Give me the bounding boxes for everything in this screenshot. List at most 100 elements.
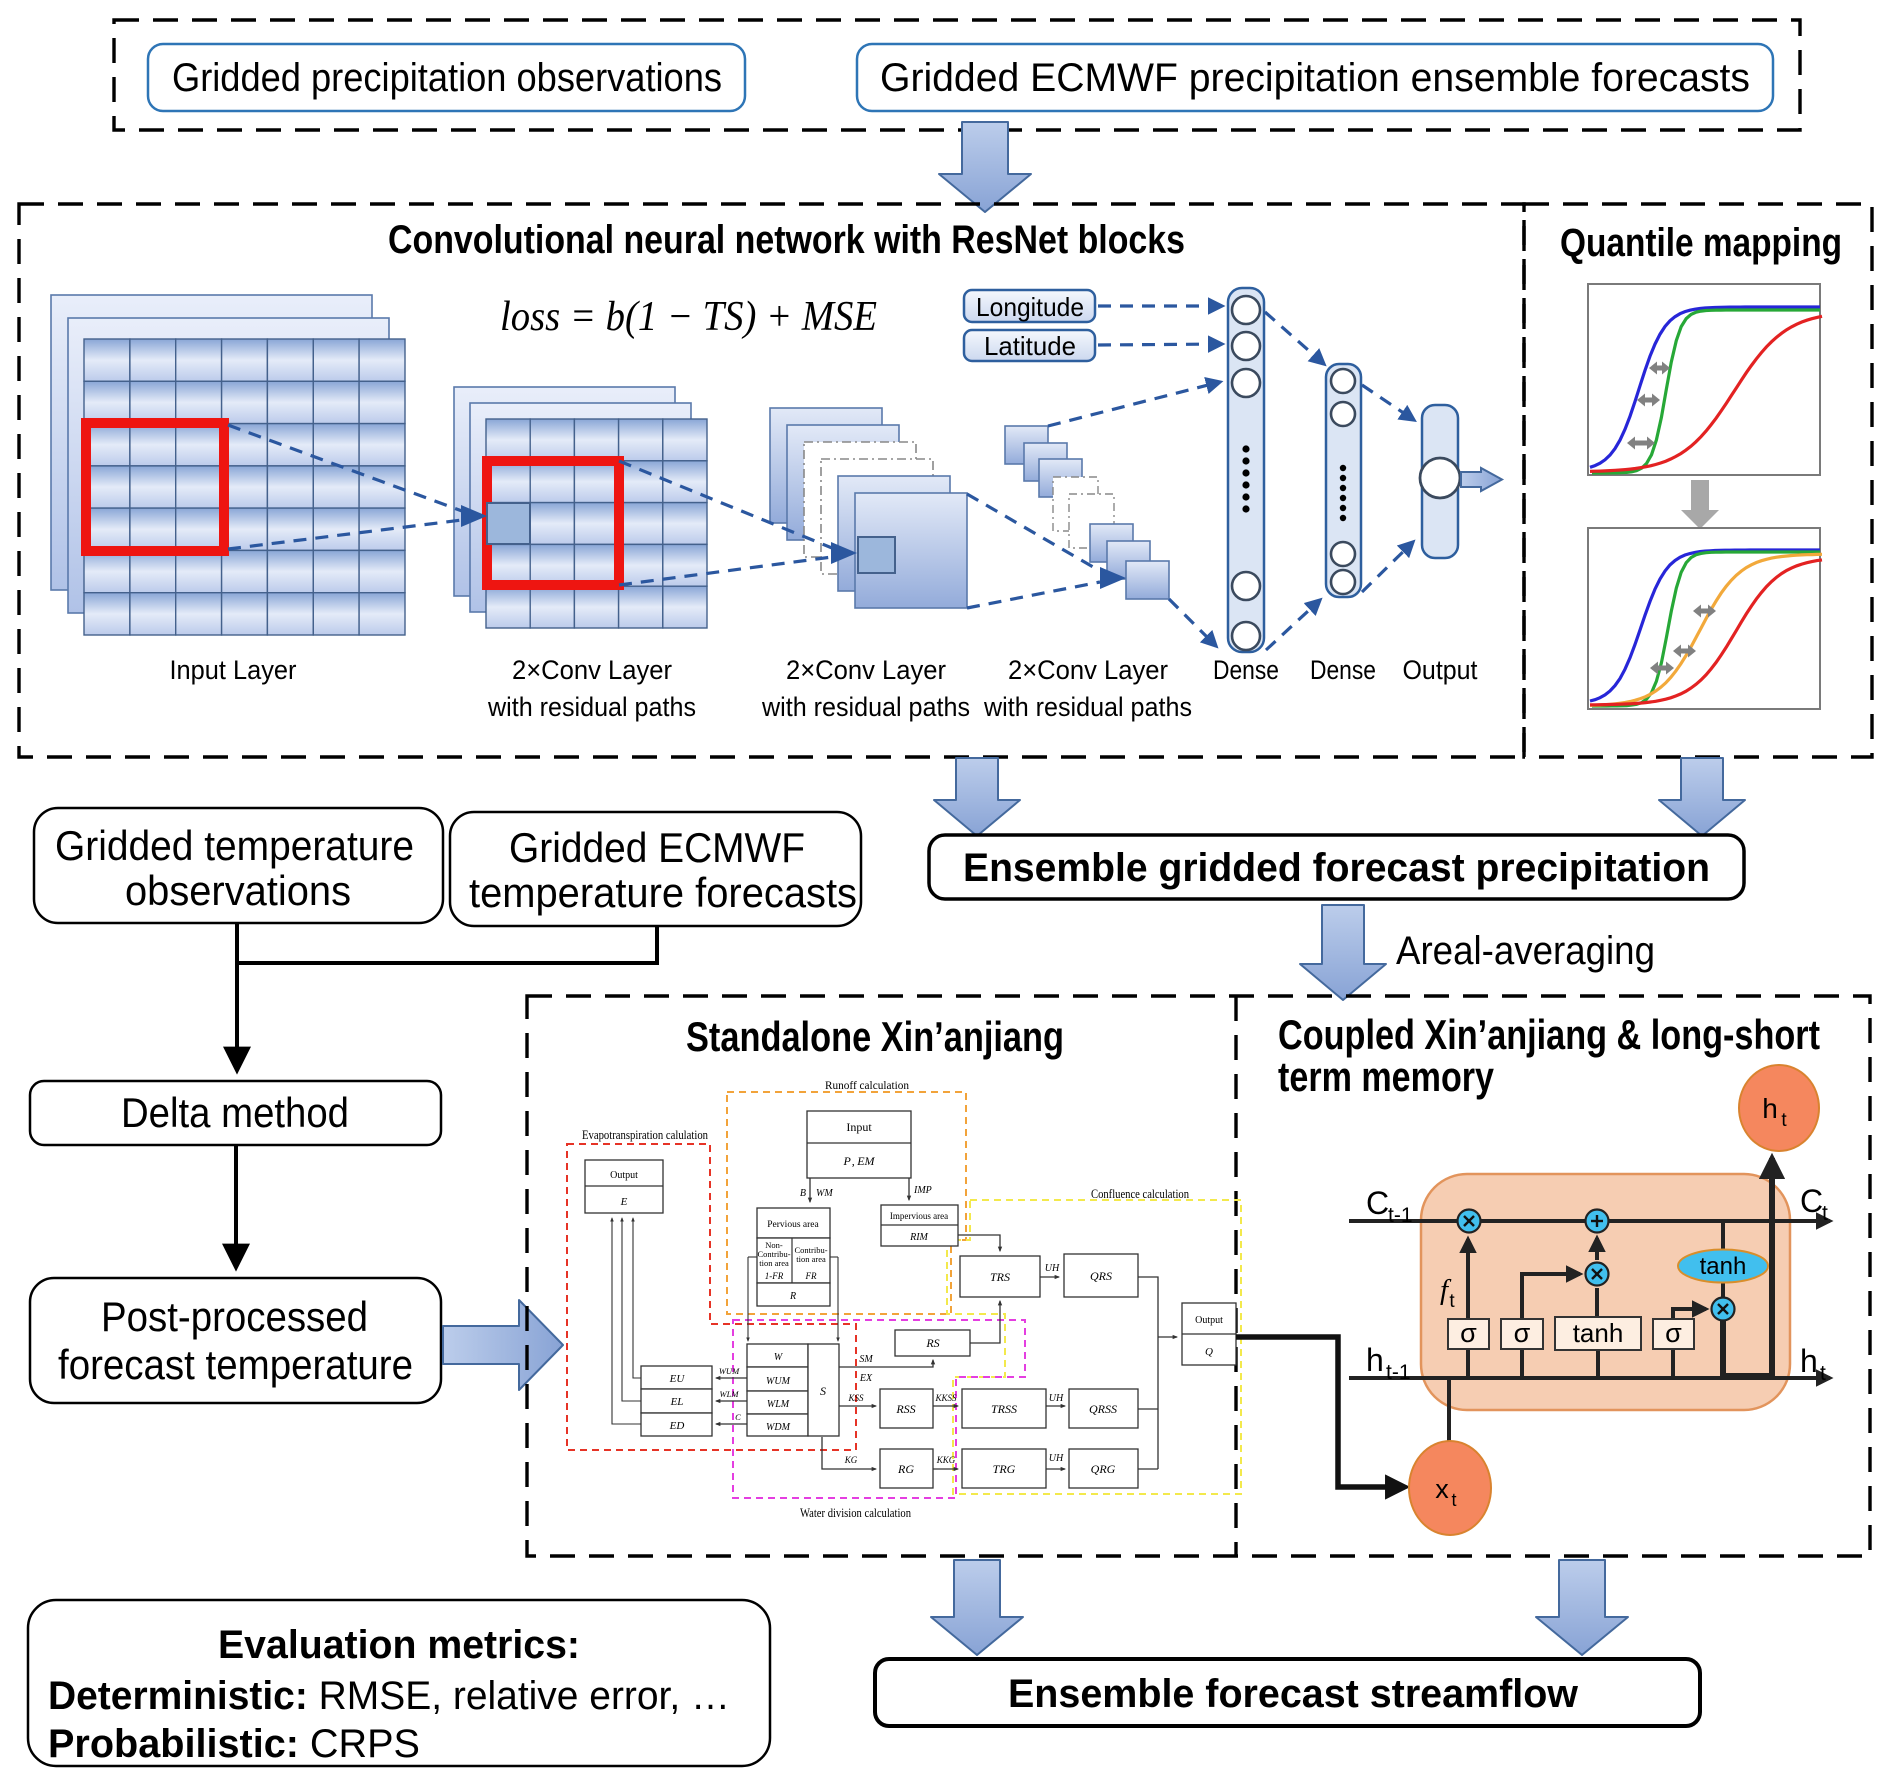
svg-text:2×Conv Layer: 2×Conv Layer [1008, 655, 1168, 685]
svg-text:EL: EL [670, 1396, 684, 1408]
svg-text:h: h [1800, 1343, 1818, 1379]
svg-text:W: W [774, 1352, 784, 1363]
svg-text:RG: RG [897, 1462, 914, 1476]
svg-text:Deterministic: RMSE, relative: Deterministic: RMSE, relative error, … [48, 1674, 730, 1718]
svg-text:Delta method: Delta method [121, 1089, 349, 1136]
svg-text:Post-processed: Post-processed [101, 1293, 368, 1340]
svg-text:C: C [1366, 1185, 1389, 1221]
svg-text:S: S [820, 1384, 826, 1398]
svg-text:KSS: KSS [847, 1393, 864, 1403]
svg-text:2×Conv Layer: 2×Conv Layer [786, 655, 946, 685]
svg-text:Input: Input [846, 1120, 872, 1134]
svg-text:Ensemble gridded forecast prec: Ensemble gridded forecast precipitation [963, 846, 1710, 890]
svg-text:EX: EX [859, 1373, 873, 1384]
svg-text:RS: RS [925, 1336, 939, 1350]
svg-text:tanh: tanh [1700, 1253, 1747, 1280]
svg-text:TRSS: TRSS [991, 1402, 1017, 1416]
svg-text:temperature forecasts: temperature forecasts [469, 869, 857, 916]
svg-text:Output: Output [610, 1170, 638, 1181]
svg-text:WDM: WDM [766, 1422, 791, 1433]
svg-text:SM: SM [859, 1354, 873, 1365]
svg-text:t: t [1781, 1110, 1787, 1131]
svg-text:Dense: Dense [1310, 655, 1376, 685]
svg-text:Evaluation metrics:: Evaluation metrics: [218, 1623, 580, 1667]
svg-text:TRS: TRS [990, 1270, 1010, 1284]
svg-text:t: t [1451, 1490, 1456, 1510]
svg-text:B: B [800, 1188, 806, 1199]
svg-text:RSS: RSS [895, 1402, 915, 1416]
svg-text:WUM: WUM [766, 1376, 791, 1387]
svg-text:loss = b(1 − TS) + MSE: loss = b(1 − TS) + MSE [500, 294, 877, 340]
svg-text:Impervious area: Impervious area [890, 1211, 948, 1221]
svg-text:with residual paths: with residual paths [487, 692, 696, 722]
svg-text:IMP: IMP [913, 1185, 932, 1196]
svg-text:UH: UH [1049, 1393, 1064, 1404]
svg-text:Non-: Non- [765, 1240, 783, 1250]
svg-text:Standalone Xin’anjiang: Standalone Xin’anjiang [686, 1013, 1064, 1060]
svg-text:Water division calculation: Water division calculation [800, 1506, 912, 1520]
svg-text:Confluence calculation: Confluence calculation [1091, 1187, 1190, 1201]
svg-text:tanh: tanh [1573, 1318, 1624, 1348]
svg-text:Ensemble forecast streamflow: Ensemble forecast streamflow [1008, 1672, 1579, 1716]
svg-text:RIM: RIM [909, 1232, 928, 1243]
svg-text:σ: σ [1460, 1318, 1477, 1348]
svg-text:C: C [735, 1412, 741, 1422]
svg-text:E: E [620, 1196, 628, 1208]
svg-text:WLM: WLM [720, 1389, 740, 1399]
svg-text:R: R [789, 1291, 796, 1302]
svg-text:Dense: Dense [1213, 655, 1279, 685]
svg-text:Contribu-: Contribu- [757, 1249, 790, 1259]
svg-text:Coupled Xin’anjiang & long-sho: Coupled Xin’anjiang & long-short [1278, 1011, 1820, 1058]
svg-text:C: C [1800, 1183, 1823, 1219]
svg-text:WLM: WLM [767, 1399, 790, 1410]
svg-text:Pervious area: Pervious area [767, 1220, 819, 1230]
svg-text:observations: observations [125, 867, 351, 914]
svg-text:KKG: KKG [936, 1455, 956, 1465]
svg-text:t: t [1820, 1362, 1826, 1385]
svg-text:t-1: t-1 [1388, 1204, 1413, 1227]
svg-text:TRG: TRG [993, 1462, 1016, 1476]
svg-text:Gridded ECMWF: Gridded ECMWF [509, 824, 805, 871]
svg-text:WM: WM [816, 1188, 833, 1199]
svg-text:Gridded temperature: Gridded temperature [55, 822, 414, 869]
svg-text:t-1: t-1 [1386, 1361, 1411, 1384]
svg-text:Gridded ECMWF precipitation en: Gridded ECMWF precipitation ensemble for… [880, 56, 1750, 100]
svg-text:Latitude: Latitude [984, 331, 1076, 361]
svg-text:Contribu-: Contribu- [794, 1245, 827, 1255]
svg-text:Output: Output [1195, 1315, 1223, 1326]
svg-text:Longitude: Longitude [976, 292, 1084, 322]
svg-text:forecast temperature: forecast temperature [58, 1341, 413, 1388]
svg-text:σ: σ [1665, 1318, 1682, 1348]
svg-text:Q: Q [1205, 1346, 1213, 1358]
svg-text:QRG: QRG [1091, 1462, 1116, 1476]
svg-text:Areal-averaging: Areal-averaging [1396, 929, 1655, 973]
svg-text:KG: KG [844, 1455, 858, 1465]
svg-text:σ: σ [1514, 1318, 1531, 1348]
svg-text:P , EM: P , EM [842, 1154, 875, 1168]
svg-text:t: t [1822, 1202, 1828, 1225]
svg-text:EU: EU [669, 1373, 686, 1385]
svg-text:tion area: tion area [759, 1258, 789, 1268]
svg-text:ED: ED [669, 1420, 685, 1432]
svg-text:Convolutional neural network w: Convolutional neural network with ResNet… [388, 218, 1185, 262]
svg-text:FR: FR [805, 1271, 817, 1281]
svg-text:h: h [1762, 1093, 1778, 1124]
svg-text:QRSS: QRSS [1089, 1402, 1117, 1416]
svg-text:tion area: tion area [796, 1254, 826, 1264]
svg-text:Quantile mapping: Quantile mapping [1560, 221, 1842, 265]
svg-text:WUM: WUM [719, 1366, 740, 1376]
svg-text:term memory: term memory [1278, 1053, 1495, 1100]
svg-text:2×Conv Layer: 2×Conv Layer [512, 655, 672, 685]
svg-text:Runoff calculation: Runoff calculation [825, 1078, 909, 1092]
svg-text:with residual paths: with residual paths [983, 692, 1192, 722]
svg-text:t: t [1449, 1291, 1455, 1312]
svg-text:x: x [1435, 1474, 1449, 1504]
svg-text:UH: UH [1049, 1453, 1064, 1464]
svg-text:QRS: QRS [1090, 1269, 1112, 1283]
svg-text:with residual paths: with residual paths [761, 692, 970, 722]
svg-text:Output: Output [1403, 655, 1478, 685]
svg-text:KKSS: KKSS [934, 1393, 957, 1403]
svg-text:Evapotranspiration calulation: Evapotranspiration calulation [582, 1128, 709, 1142]
svg-text:Input Layer: Input Layer [170, 655, 297, 685]
svg-text:Gridded precipitation observat: Gridded precipitation observations [172, 56, 722, 100]
